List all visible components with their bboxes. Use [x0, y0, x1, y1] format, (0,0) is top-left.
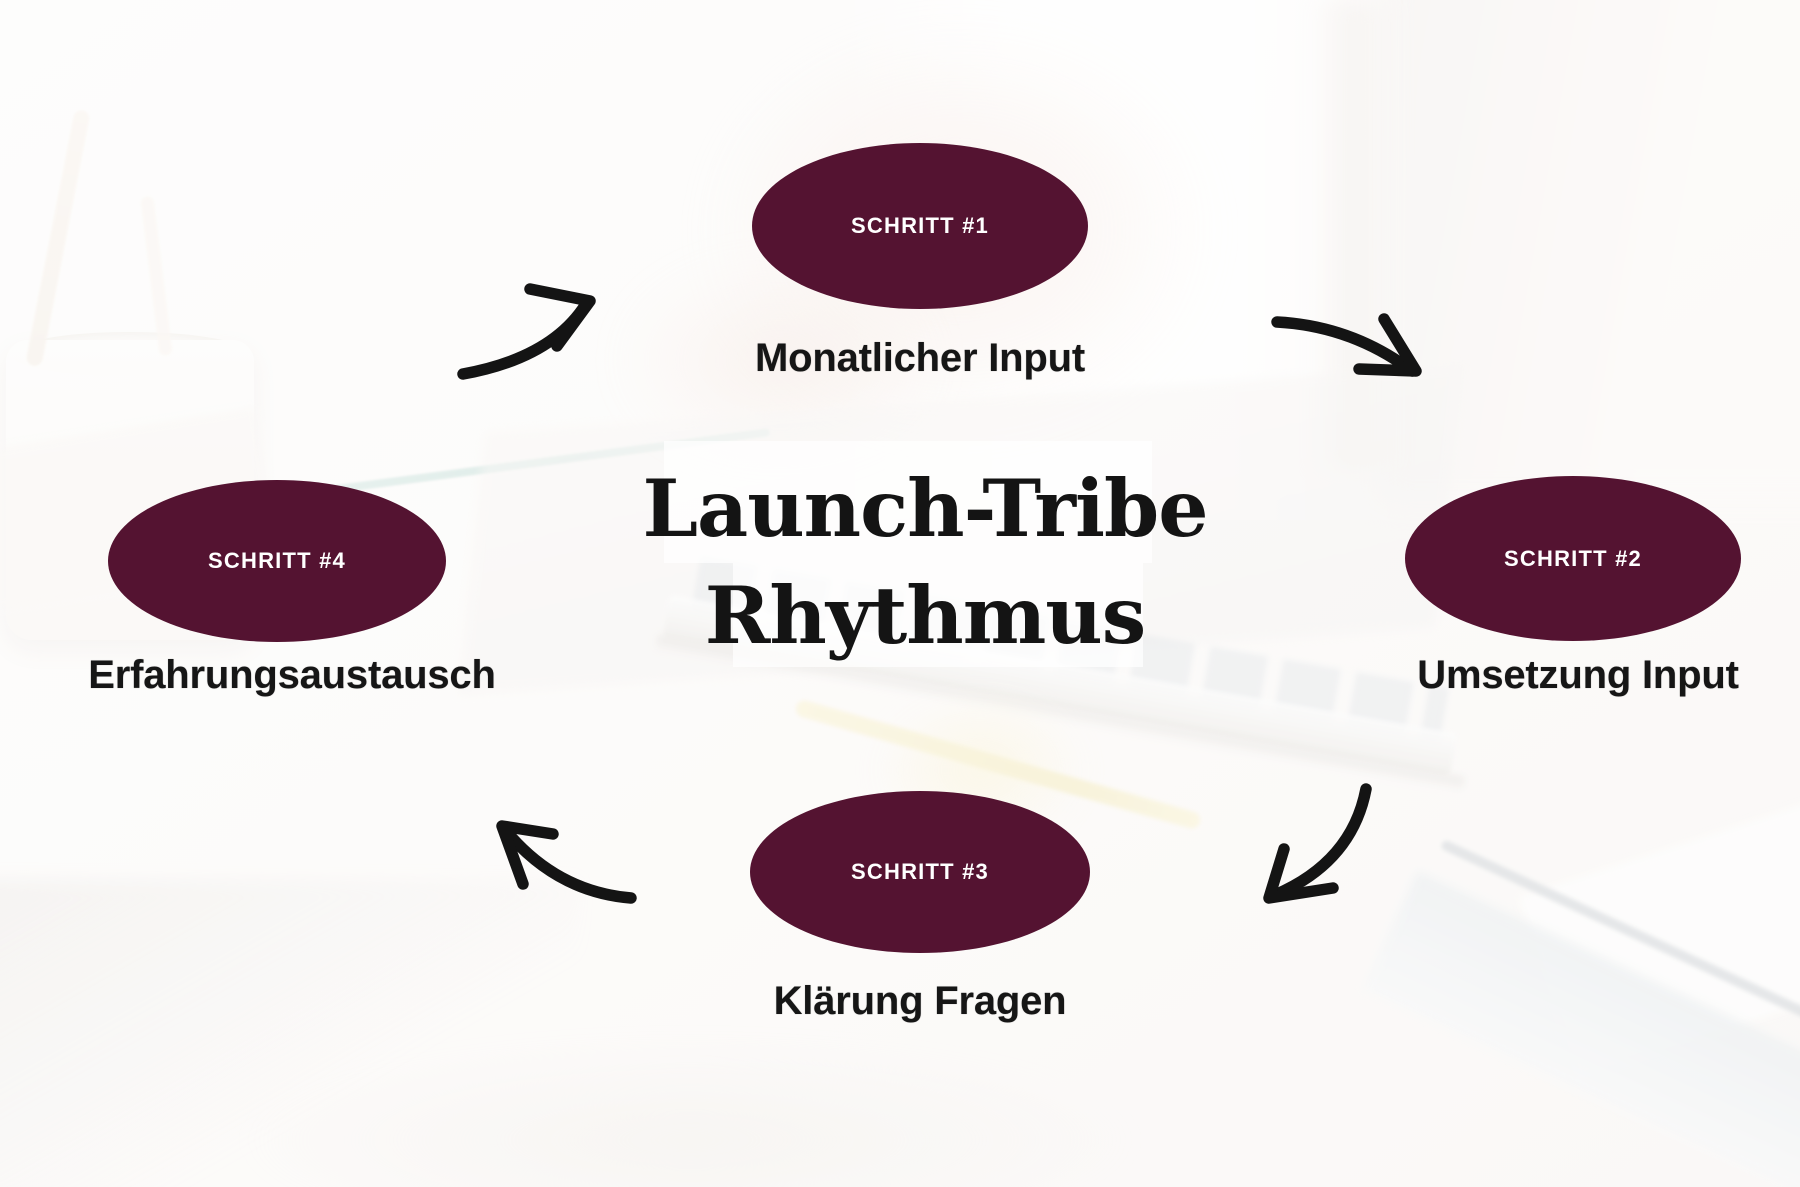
step-1-label: SCHRITT #1 — [851, 213, 989, 238]
step-1-ellipse: SCHRITT #1 — [752, 143, 1088, 309]
step-2-label: SCHRITT #2 — [1504, 545, 1642, 571]
step-2-caption: Umsetzung Input — [1417, 653, 1739, 697]
page-title-line1: Launch-Tribe — [642, 462, 1208, 555]
page-title-line2: Rhythmus — [704, 569, 1146, 662]
step-3-ellipse: SCHRITT #3 — [750, 791, 1090, 953]
step-3-label: SCHRITT #3 — [851, 859, 989, 884]
step-4-ellipse: SCHRITT #4 — [108, 480, 446, 642]
step-1-caption: Monatlicher Input — [755, 336, 1085, 380]
step-4-label: SCHRITT #4 — [208, 548, 346, 573]
step-2-ellipse: SCHRITT #2 — [1405, 476, 1741, 641]
page-title: Launch-Tribe Rhythmus — [600, 455, 1250, 669]
step-3-caption: Klärung Fragen — [773, 979, 1067, 1023]
step-4-caption: Erfahrungsaustausch — [88, 653, 496, 697]
